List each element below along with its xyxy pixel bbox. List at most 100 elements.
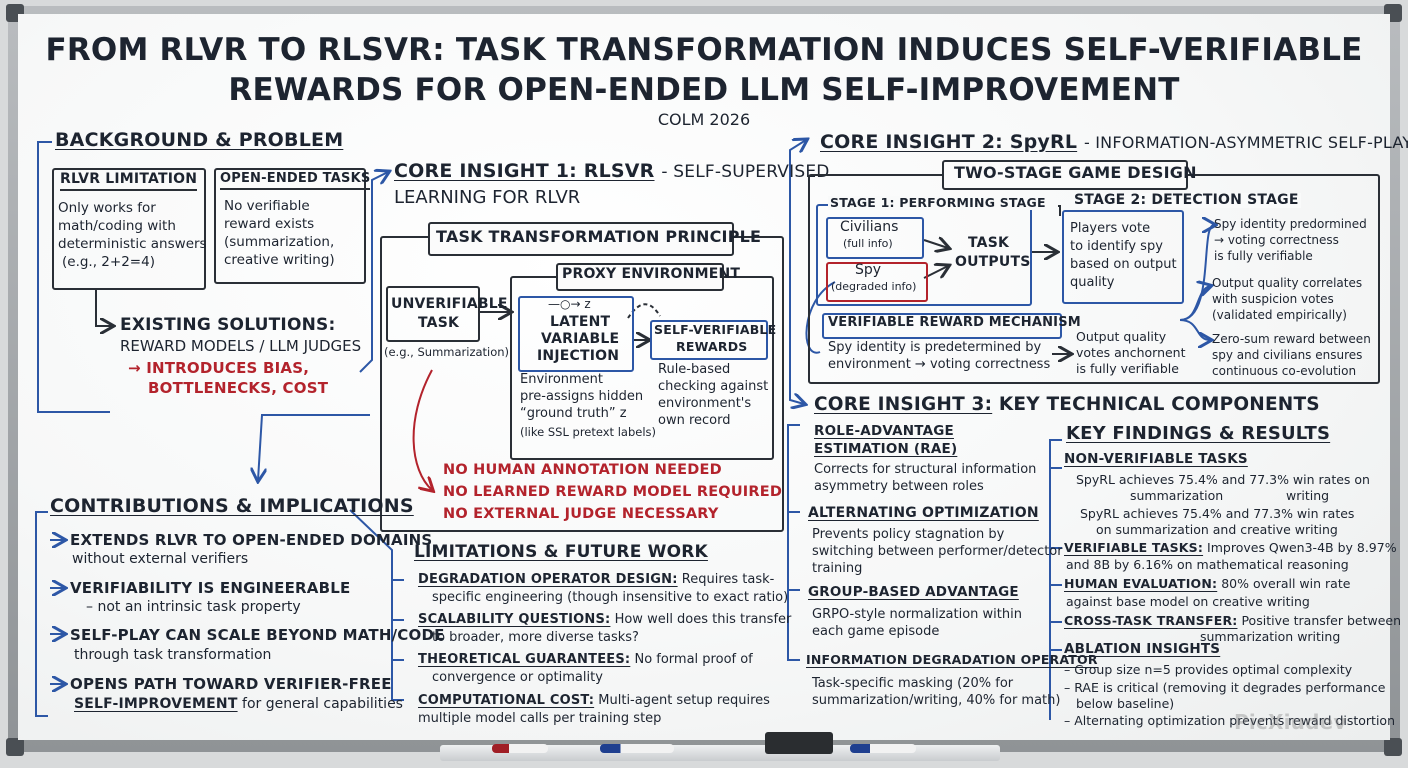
civilians-box [826, 217, 924, 259]
group-advantage-body-line: GRPO-style normalization within [812, 607, 1022, 622]
mechanism-note-line: environment → voting correctness [828, 357, 1051, 372]
venue-label: COLM 2026 [657, 110, 751, 129]
contribution-sub: through task transformation [74, 647, 272, 663]
existing-problem-line: → INTRODUCES BIAS, [128, 359, 310, 377]
env-note-line: (like SSL pretext labels) [520, 425, 657, 439]
latent-glyph: —○→ z [548, 297, 591, 311]
verif-line: Improves Qwen3-4B by 8.97% [1207, 540, 1397, 555]
blue-marker[interactable] [850, 744, 916, 753]
contributions-heading: CONTRIBUTIONS & IMPLICATIONS [50, 495, 414, 517]
title-line-2: REWARDS FOR OPEN-ENDED LLM SELF-IMPROVEM… [228, 72, 1180, 108]
verif-line: and 8B by 6.16% on mathematical reasonin… [1066, 557, 1349, 572]
insight3-heading-main: CORE INSIGHT 3: [814, 394, 993, 415]
limitation-body: specific engineering (though insensitive… [432, 590, 789, 605]
unverifiable-line: UNVERIFIABLE [391, 296, 508, 312]
limitation-body: to broader, more diverse tasks? [432, 630, 639, 645]
limitation-body: Requires task- [681, 572, 775, 587]
contribution-sub: without external verifiers [72, 551, 249, 567]
right-note-line: → voting correctness [1214, 233, 1339, 247]
contribution-sub: for general capabilities [242, 696, 403, 712]
vote-line: quality [1070, 275, 1115, 290]
latent-line: INJECTION [537, 348, 620, 364]
eraser[interactable] [765, 732, 833, 754]
alternating-body-line: switching between performer/detector [812, 544, 1063, 559]
quality-note-line: votes anchornent [1076, 345, 1186, 360]
stage1-title: STAGE 1: PERFORMING STAGE [828, 195, 1048, 210]
blue-marker[interactable] [600, 744, 674, 753]
limitation-title: COMPUTATIONAL COST: [418, 693, 595, 708]
human-eval-row: HUMAN EVALUATION: 80% overall win rate [1064, 577, 1350, 591]
game-label-box [942, 160, 1188, 190]
insight1-heading: CORE INSIGHT 1: RLSVR - SELF-SUPERVISED [394, 161, 830, 182]
self-verifiable-box [650, 320, 768, 360]
limitation-body: No formal proof of [634, 652, 753, 667]
insight2-heading-sub: - INFORMATION-ASYMMETRIC SELF-PLAY [1083, 133, 1408, 152]
rule-note-line: own record [658, 413, 731, 428]
right-note-line: Zero-sum reward between [1212, 332, 1371, 346]
ablation-line: – RAE is critical (removing it degrades … [1064, 680, 1386, 695]
right-note-line: (validated empirically) [1212, 308, 1347, 322]
limitations-heading: LIMITATIONS & FUTURE WORK [414, 542, 708, 562]
vote-line: to identify spy [1070, 239, 1163, 254]
cross-line: summarization writing [1200, 629, 1341, 644]
right-note-line: is fully verifiable [1214, 249, 1313, 263]
limitation-row: COMPUTATIONAL COST: Multi-agent setup re… [418, 693, 770, 708]
proxy-label-box [556, 263, 724, 291]
frame-corner [1384, 738, 1402, 756]
cross-title: CROSS-TASK TRANSFER: [1064, 613, 1238, 628]
limitation-body: Multi-agent setup requires [598, 693, 770, 708]
degradation-operator-title: INFORMATION DEGRADATION OPERATOR [806, 652, 1098, 667]
right-note-line: with suspicion votes [1212, 292, 1334, 306]
latent-line: VARIABLE [541, 331, 620, 347]
nonverif-title: NON-VERIFIABLE TASKS [1064, 451, 1248, 467]
group-advantage-body-line: each game episode [812, 624, 940, 639]
cross-line: Positive transfer between [1241, 613, 1402, 628]
unverifiable-line: TASK [418, 315, 460, 331]
env-note-line: “ground truth” z [520, 406, 627, 421]
insight2-heading-main: CORE INSIGHT 2: SpyRL [820, 131, 1078, 153]
red-marker[interactable] [492, 744, 548, 753]
ablation-line: below baseline) [1076, 696, 1175, 711]
limitation-body: convergence or optimality [432, 670, 603, 685]
spy-info: (degraded info) [831, 280, 917, 293]
spy-label: Spy [855, 262, 882, 278]
nonverif-line: on summarization and creative writing [1096, 522, 1338, 537]
frame-corner [6, 738, 24, 756]
rlvr-line: Only works for [58, 200, 156, 216]
unverifiable-example: (e.g., Summarization) [384, 345, 510, 359]
mechanism-box [822, 313, 1062, 339]
no-reward-model-item: NO LEARNED REWARD MODEL REQUIRED [443, 484, 783, 500]
quality-note-line: is fully verifiable [1076, 361, 1179, 376]
right-note-line: continuous co-evolution [1212, 364, 1357, 378]
vote-line: Players vote [1070, 221, 1151, 236]
nonverif-line: SpyRL achieves 75.4% and 77.3% win rates [1080, 506, 1355, 521]
ablation-line: – Alternating optimization prevents rewa… [1064, 713, 1395, 728]
limitation-title: SCALABILITY QUESTIONS: [418, 612, 611, 627]
right-note-line: Output quality correlates [1212, 276, 1363, 290]
limitation-body: multiple model calls per training step [418, 711, 662, 726]
limitation-title: THEORETICAL GUARANTEES: [418, 652, 631, 667]
latent-injection-box [518, 296, 634, 372]
existing-solutions-sub: REWARD MODELS / LLM JUDGES [120, 337, 362, 355]
degradation-body-line: summarization/writing, 40% for math) [812, 693, 1061, 708]
stage2-box [1062, 210, 1184, 304]
contribution-title: EXTENDS RLVR TO OPEN-ENDED DOMAINS [70, 531, 433, 549]
existing-problem-line: BOTTLENECKS, COST [148, 379, 329, 397]
contribution-title: SELF-PLAY CAN SCALE BEYOND MATH/CODE [70, 626, 445, 644]
insight1-heading-line2: LEARNING FOR RLVR [394, 187, 581, 208]
insight3-heading: CORE INSIGHT 3: KEY TECHNICAL COMPONENTS [814, 395, 1320, 415]
game-title: TWO-STAGE GAME DESIGN [954, 163, 1197, 182]
limitation-title: DEGRADATION OPERATOR DESIGN: [418, 572, 678, 587]
limitation-body: How well does this transfer [614, 612, 792, 627]
group-advantage-title: GROUP-BASED ADVANTAGE [808, 584, 1019, 600]
open-ended-line: creative writing) [224, 252, 335, 268]
rule-note-line: checking against [658, 379, 769, 394]
ablation-title: ABLATION INSIGHTS [1064, 641, 1221, 657]
whiteboard-surface [18, 14, 1390, 740]
contribution-title: OPENS PATH TOWARD VERIFIER-FREE [70, 675, 392, 693]
human-line: against base model on creative writing [1066, 594, 1310, 609]
no-judge-item: NO EXTERNAL JUDGE NECESSARY [443, 506, 719, 522]
nonverif-line: writing [1286, 488, 1330, 503]
contribution-sub: – not an intrinsic task property [86, 599, 301, 615]
background-heading: BACKGROUND & PROBLEM [55, 129, 344, 151]
